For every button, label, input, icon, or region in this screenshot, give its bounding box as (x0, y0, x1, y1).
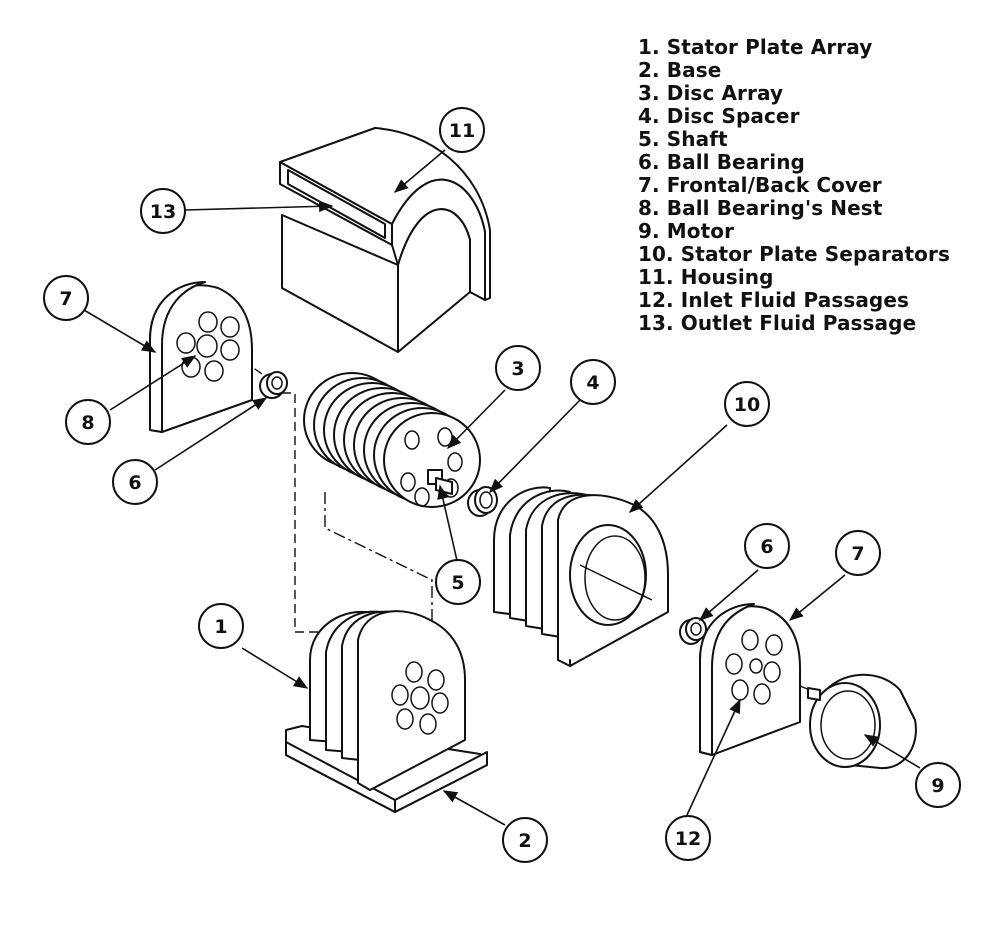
svg-text:6: 6 (760, 536, 773, 558)
svg-text:4: 4 (586, 372, 599, 394)
housing-part (279, 127, 491, 353)
callout-7-left: 7 (43, 275, 89, 321)
svg-text:7: 7 (851, 543, 864, 565)
svg-text:5: 5 (451, 572, 464, 594)
callout-6-left: 6 (112, 459, 158, 505)
legend-item: 12. Inlet Fluid Passages (638, 288, 910, 312)
svg-text:2: 2 (518, 830, 531, 852)
legend-item: 2. Base (638, 58, 722, 82)
svg-text:10: 10 (734, 394, 760, 416)
right-cover-part (699, 603, 801, 756)
svg-text:12: 12 (675, 828, 701, 850)
callout-9: 9 (915, 762, 961, 808)
callout-2: 2 (502, 817, 548, 863)
disc-spacer-part (467, 486, 498, 517)
svg-text:6: 6 (128, 472, 141, 494)
parts-legend: 1. Stator Plate Array 2. Base 3. Disc Ar… (638, 36, 950, 335)
legend-item: 11. Housing (638, 265, 774, 289)
legend-item: 1. Stator Plate Array (638, 35, 873, 59)
left-bearing-part (259, 371, 288, 399)
callout-8: 8 (65, 399, 111, 445)
right-bearing-part (679, 617, 707, 645)
svg-text:3: 3 (511, 358, 524, 380)
callout-13: 13 (140, 188, 186, 234)
disc-array-part (303, 372, 481, 508)
legend-item: 10. Stator Plate Separators (638, 242, 950, 266)
stator-array-part (285, 610, 488, 813)
svg-text:11: 11 (449, 120, 475, 142)
left-cover-part (149, 281, 253, 433)
motor-part (807, 673, 917, 770)
leader-lines (83, 149, 921, 826)
legend-item: 7. Frontal/Back Cover (638, 173, 882, 197)
callout-3: 3 (495, 345, 541, 391)
svg-text:1: 1 (214, 616, 227, 638)
callout-12: 12 (665, 815, 711, 861)
svg-text:9: 9 (931, 775, 944, 797)
legend-item: 9. Motor (638, 219, 735, 243)
legend-item: 6. Ball Bearing (638, 150, 805, 174)
callout-4: 4 (570, 359, 616, 405)
callout-11: 11 (439, 107, 485, 153)
callout-7-right: 7 (835, 530, 881, 576)
svg-text:13: 13 (150, 201, 176, 223)
stator-separators-part (493, 486, 669, 667)
legend-item: 3. Disc Array (638, 81, 784, 105)
callout-balloons: 11 13 7 8 6 3 4 10 5 6 7 1 2 12 9 (43, 107, 961, 863)
callout-1: 1 (198, 603, 244, 649)
legend-item: 13. Outlet Fluid Passage (638, 311, 917, 335)
legend-item: 8. Ball Bearing's Nest (638, 196, 883, 220)
legend-item: 5. Shaft (638, 127, 728, 151)
legend-item: 4. Disc Spacer (638, 104, 800, 128)
shaft-part (435, 477, 453, 495)
svg-text:7: 7 (59, 288, 72, 310)
callout-6-right: 6 (744, 523, 790, 569)
svg-text:8: 8 (81, 412, 94, 434)
callout-5: 5 (435, 559, 481, 605)
callout-10: 10 (724, 381, 770, 427)
